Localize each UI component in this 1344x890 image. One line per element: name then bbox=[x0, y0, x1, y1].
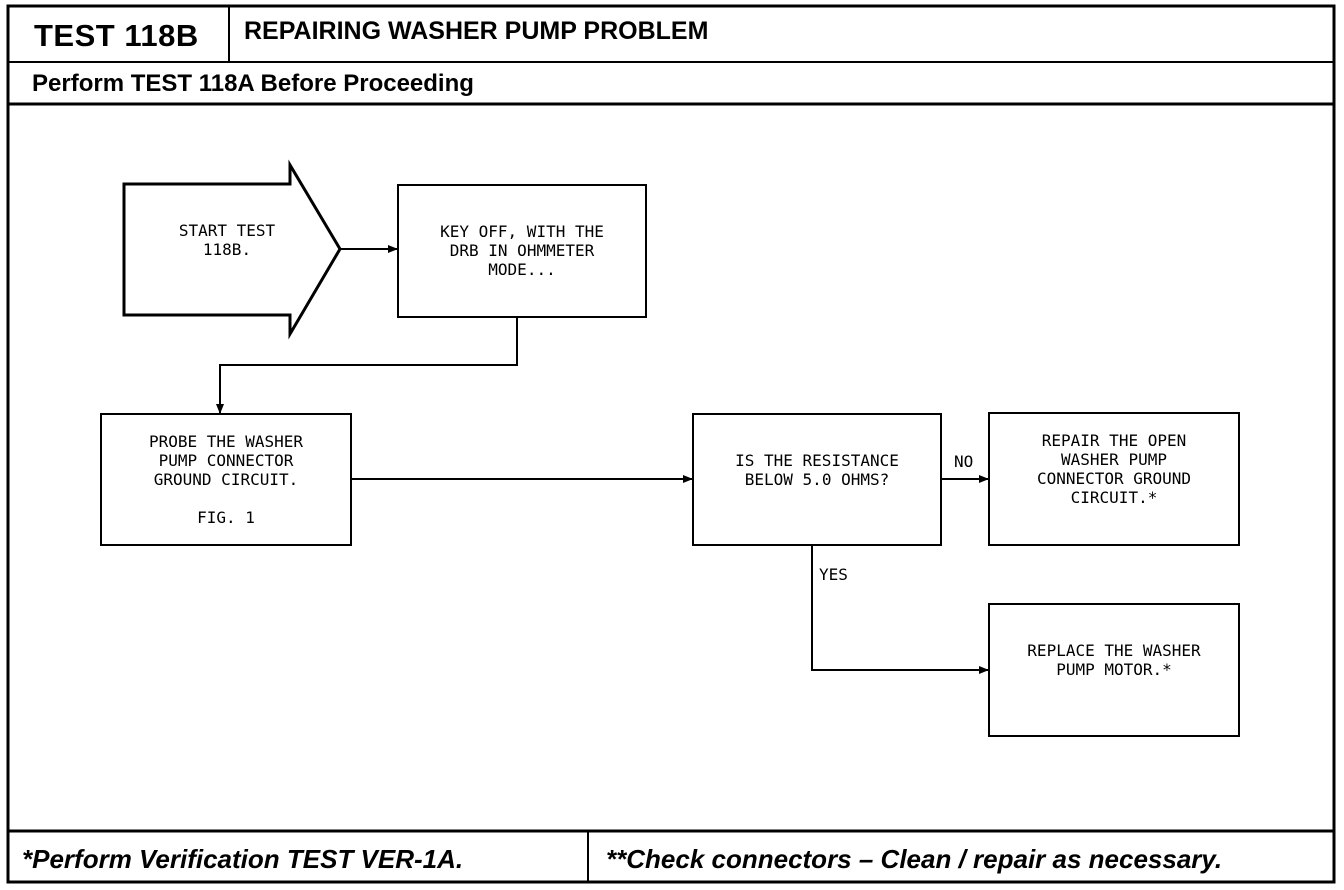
repair-label: REPAIR THE OPEN WASHER PUMP CONNECTOR GR… bbox=[1036, 431, 1192, 507]
test-title: REPAIRING WASHER PUMP PROBLEM bbox=[244, 17, 709, 45]
outer-border bbox=[6, 4, 1336, 884]
replace-label: REPLACE THE WASHER PUMP MOTOR.* bbox=[1027, 641, 1201, 679]
test-id: TEST 118B bbox=[34, 18, 199, 53]
probe-label: PROBE THE WASHER PUMP CONNECTOR GROUND C… bbox=[148, 432, 304, 527]
connector-yes bbox=[811, 545, 989, 674]
replace-box bbox=[988, 603, 1240, 737]
connector-keyoff-to-probe bbox=[216, 317, 518, 414]
footer-verification-note: *Perform Verification TEST VER-1A. bbox=[22, 844, 464, 874]
question-label: IS THE RESISTANCE BELOW 5.0 OHMS? bbox=[735, 451, 899, 489]
footer-connector-note: **Check connectors – Clean / repair as n… bbox=[606, 844, 1223, 874]
prerequisite-note: Perform TEST 118A Before Proceeding bbox=[32, 70, 474, 97]
start-arrow-shape bbox=[122, 159, 342, 340]
start-label: START TEST 118B. bbox=[178, 221, 276, 259]
key-off-label: KEY OFF, WITH THE DRB IN OHMMETER MODE..… bbox=[440, 222, 604, 279]
repair-box bbox=[988, 412, 1240, 546]
yes-branch-label: YES bbox=[819, 565, 848, 584]
key-off-box bbox=[397, 184, 647, 318]
no-branch-label: NO bbox=[954, 452, 974, 471]
